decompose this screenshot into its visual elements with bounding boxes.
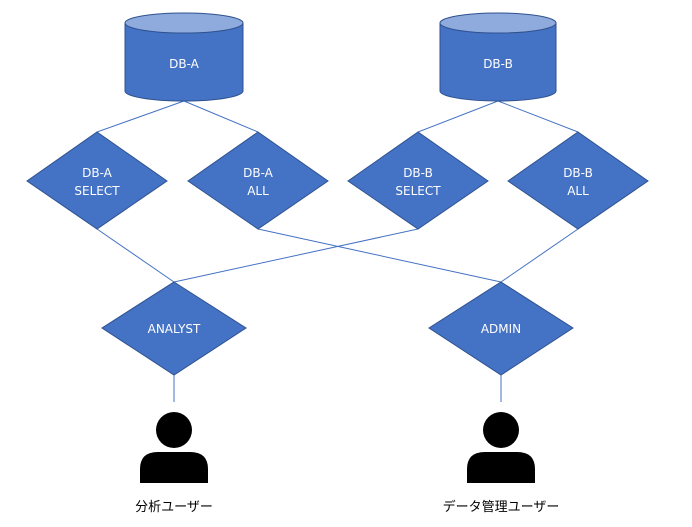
role-db-b-all-line1: DB-B	[563, 166, 593, 180]
group-admin-shape	[428, 281, 574, 376]
role-db-a-select: DB-A SELECT	[26, 131, 168, 230]
role-db-a-select-line2: SELECT	[74, 184, 120, 198]
database-db-a-label: DB-A	[169, 57, 200, 71]
person-icon	[467, 412, 535, 483]
role-db-b-select-line2: SELECT	[395, 184, 441, 198]
role-db-a-all-shape	[187, 131, 329, 230]
role-db-b-select-shape	[347, 131, 489, 230]
database-db-b-body	[439, 22, 557, 102]
person-icon-body	[140, 452, 208, 483]
group-analyst: ANALYST	[101, 281, 247, 376]
group-admin: ADMIN	[428, 281, 574, 376]
person-icon-body	[467, 452, 535, 483]
edge-db-a-all-to-admin	[257, 228, 502, 283]
database-db-a: DB-A	[124, 12, 244, 102]
role-db-a-select-shape	[26, 131, 168, 230]
user-analysis-label: 分析ユーザー	[135, 500, 213, 515]
edge-db-b-select-to-analyst	[173, 228, 419, 283]
person-icon	[140, 412, 208, 483]
database-db-a-top	[124, 12, 244, 34]
role-db-b-select: DB-B SELECT	[347, 131, 489, 230]
role-db-b-select-line1: DB-B	[403, 166, 433, 180]
person-icon-head	[483, 412, 519, 448]
group-admin-label: ADMIN	[481, 322, 521, 336]
database-db-b-label: DB-B	[483, 57, 513, 71]
role-db-a-all-line2: ALL	[247, 184, 269, 198]
database-db-b: DB-B	[439, 12, 557, 102]
edge-db-a-to-db-a-select	[96, 100, 185, 133]
database-db-a-body	[124, 22, 244, 102]
edge-db-a-to-db-a-all	[183, 100, 259, 133]
edge-db-b-all-to-admin	[500, 228, 579, 283]
group-analyst-label: ANALYST	[148, 322, 201, 336]
role-db-b-all-line2: ALL	[567, 184, 589, 198]
edge-db-b-to-db-b-select	[417, 100, 499, 133]
role-db-a-all: DB-A ALL	[187, 131, 329, 230]
edge-db-a-select-to-analyst	[96, 228, 175, 283]
role-db-a-all-line1: DB-A	[243, 166, 274, 180]
person-icon-head	[156, 412, 192, 448]
role-db-b-all-shape	[507, 131, 649, 230]
user-data-admin-label: データ管理ユーザー	[443, 499, 560, 515]
role-db-a-select-line1: DB-A	[82, 166, 113, 180]
database-db-b-top	[439, 12, 557, 34]
connectors	[96, 100, 579, 402]
edge-db-b-to-db-b-all	[497, 100, 579, 133]
group-analyst-shape	[101, 281, 247, 376]
role-db-b-all: DB-B ALL	[507, 131, 649, 230]
